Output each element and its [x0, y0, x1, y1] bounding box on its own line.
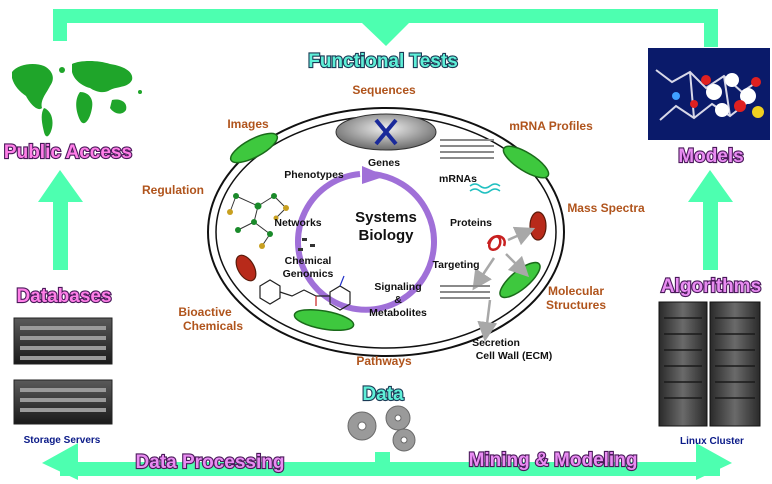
- functional-tests-title: Functional Tests: [308, 51, 458, 72]
- right-up-arrowhead: [688, 170, 733, 202]
- left-up-shaft: [53, 200, 68, 270]
- bottom-center-stub: [375, 452, 390, 476]
- algorithms-title: Algorithms: [661, 276, 761, 297]
- mining-modeling-title: Mining & Modeling: [469, 450, 638, 471]
- chloroplast-image-right: [502, 145, 550, 179]
- linux-cluster-image: [658, 301, 761, 427]
- chemical-structure-icon: [259, 275, 351, 311]
- secretion-strands-icon: [440, 285, 490, 299]
- mrna-waves-icon: [469, 183, 501, 194]
- label-pathways: Pathways: [356, 354, 412, 368]
- label-molecular-structures-1: Molecular: [548, 284, 604, 298]
- label-mass-spectra: Mass Spectra: [567, 201, 645, 215]
- world-map-icon: [12, 61, 142, 137]
- label-regulation: Regulation: [142, 183, 204, 197]
- models-title: Models: [678, 146, 743, 167]
- center-title-line1: Systems: [355, 209, 417, 226]
- protein-icon: [486, 234, 506, 251]
- chloroplast-image-bottom: [293, 308, 355, 332]
- cycle-arrow: [295, 171, 437, 313]
- storage-servers-caption: Storage Servers: [24, 435, 101, 446]
- small-molecules-icon: [298, 238, 315, 251]
- label-mrnas: mRNAs: [439, 173, 477, 185]
- label-mrna-profiles: mRNA Profiles: [509, 119, 593, 133]
- data-processing-title: Data Processing: [136, 452, 285, 473]
- label-molecular-structures-2: Structures: [546, 298, 606, 312]
- mitochondrion-left: [235, 254, 257, 282]
- cycle-arrowhead: [362, 166, 386, 184]
- top-center-arrow: [362, 23, 409, 46]
- label-secretion-2: Cell Wall (ECM): [476, 350, 553, 362]
- label-signaling-2: &: [394, 294, 402, 306]
- chromosome-image: [335, 113, 437, 151]
- molecular-model-image: [648, 48, 770, 140]
- top-left-down-stub: [53, 9, 67, 41]
- label-bioactive-1: Bioactive: [178, 305, 232, 319]
- label-genes: Genes: [368, 157, 400, 169]
- linux-cluster-caption: Linux Cluster: [680, 436, 744, 447]
- mrna-strands-icon: [440, 139, 494, 159]
- databases-title: Databases: [16, 286, 111, 307]
- label-secretion-1: Secretion: [472, 337, 520, 349]
- top-right-down-stub: [704, 9, 718, 47]
- chloroplast-image-left: [229, 132, 279, 164]
- label-images: Images: [227, 117, 269, 131]
- bottom-right-arrowhead: [696, 443, 732, 480]
- label-signaling-1: Signaling: [374, 281, 421, 293]
- label-chemical-genomics-2: Genomics: [283, 268, 334, 280]
- gears-icon: [347, 405, 416, 452]
- left-up-arrowhead: [38, 170, 83, 202]
- storage-servers-image: [13, 317, 113, 425]
- public-access-title: Public Access: [4, 142, 132, 163]
- frame-arrows: [38, 9, 733, 480]
- center-title-line2: Biology: [359, 227, 415, 244]
- label-targeting: Targeting: [432, 259, 479, 271]
- label-proteins: Proteins: [450, 217, 492, 229]
- label-networks: Networks: [274, 217, 321, 229]
- label-phenotypes: Phenotypes: [284, 169, 344, 181]
- label-signaling-3: Metabolites: [369, 307, 427, 319]
- top-frame-bar: [53, 9, 718, 23]
- label-bioactive-2: Chemicals: [183, 319, 243, 333]
- data-title: Data: [362, 384, 404, 405]
- label-sequences: Sequences: [352, 83, 416, 97]
- network-graph-icon: [227, 193, 289, 249]
- mitochondrion-right: [529, 211, 547, 241]
- right-up-shaft: [703, 200, 718, 270]
- bottom-left-arrowhead: [42, 443, 78, 480]
- label-chemical-genomics-1: Chemical: [285, 255, 332, 267]
- protein-flow-arrows: [472, 226, 536, 342]
- mitochondria-images: [235, 211, 547, 282]
- organelle-images: [229, 132, 550, 332]
